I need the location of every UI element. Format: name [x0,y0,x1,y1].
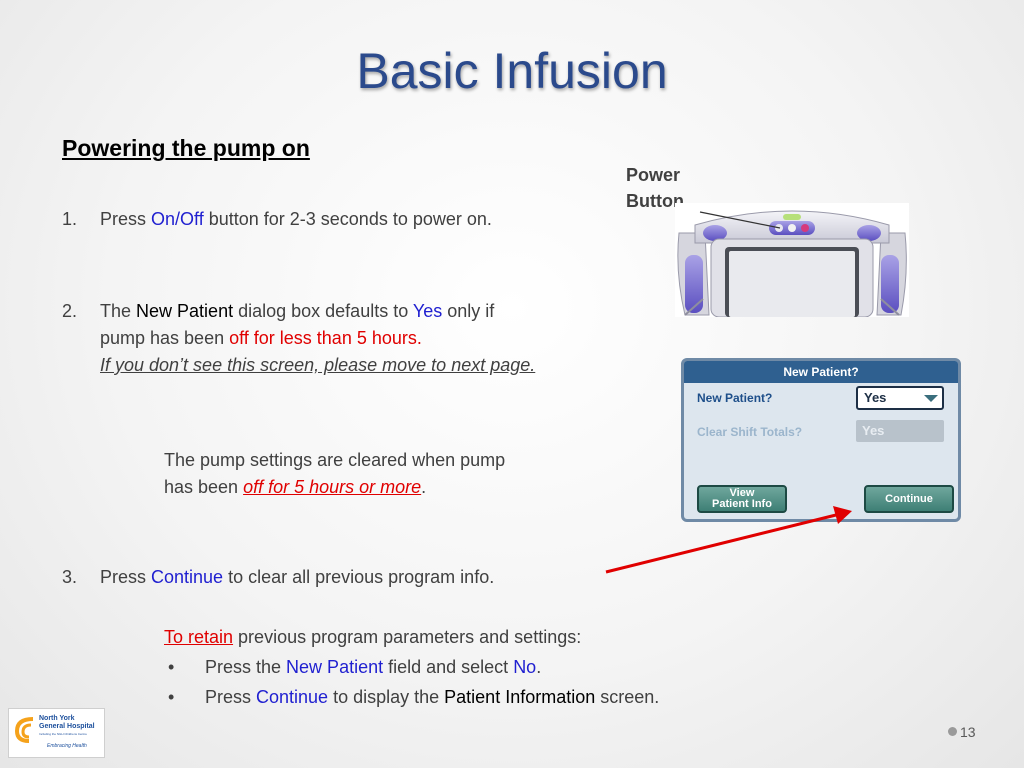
step-2-keyword-new-patient: New Patient [136,301,234,321]
page-number-dot [948,727,957,736]
retain-text: previous program parameters and settings… [233,627,582,647]
cleared-note-period: . [421,477,427,497]
logo-tagline: Embracing Health [47,743,87,749]
step-2-number: 2. [62,301,78,321]
step-1: 1. Press On/Off button for 2-3 seconds to… [62,206,492,233]
bullet-1-keyword-new-patient: New Patient [286,657,384,677]
view-button-line1: View [729,487,755,499]
new-patient-select-value: Yes [864,390,887,405]
step-3-text-end: to clear all previous program info. [223,567,495,587]
cleared-note-line1: The pump settings are cleared when pump [164,450,506,470]
bullet-1-keyword-no: No [513,657,537,677]
page-number: 13 [960,724,976,740]
step-3-keyword-continue: Continue [151,567,224,587]
bullet-2-keyword-continue: Continue [256,687,329,707]
step-2-keyword-off-less: off for less than 5 hours [229,328,417,348]
bullet-2-keyword-patient-info: Patient Information [444,687,596,707]
continue-arrow [605,506,852,574]
step-2-text-mid: dialog box defaults to [233,301,413,321]
cleared-note: The pump settings are cleared when pump … [164,447,505,501]
power-label-line1: Power [626,165,681,185]
retain-line: To retain previous program parameters an… [164,624,581,651]
step-2-line2-text: pump has been [100,328,230,348]
view-patient-info-button[interactable]: View Patient Info [697,485,787,513]
cleared-note-line2-text: has been [164,477,244,497]
step-2-line2-period: . [416,328,422,348]
dialog-title: New Patient? [684,361,958,383]
step-2-note: If you don’t see this screen, please mov… [100,355,536,375]
new-patient-dialog: New Patient? New Patient? Yes Clear Shif… [681,358,961,522]
bullet-mark: • [168,687,175,707]
bullet-1-text: Press the [205,657,287,677]
pump-image [675,203,909,317]
bullet-1-period: . [536,657,542,677]
power-button-label: Power Button [626,162,684,214]
bullet-2-text: Press [205,687,257,707]
clear-shift-totals-select: Yes [856,420,944,442]
power-label-line2: Button [626,191,684,211]
step-3-text: Press [100,567,152,587]
logo-swirl-icon [14,717,34,743]
cleared-note-keyword: off for 5 hours or more [243,477,422,497]
continue-button[interactable]: Continue [864,485,954,513]
bullet-2-text-mid: to display the [328,687,445,707]
power-callout-line [699,211,781,229]
clear-shift-totals-label: Clear Shift Totals? [697,425,803,439]
logo-name: North York General Hospital [39,715,95,731]
new-patient-field-label: New Patient? [697,391,773,405]
bullet-2: • Press Continue to display the Patient I… [168,684,659,711]
bullet-mark: • [168,657,175,677]
bullet-1: •Press the New Patient field and select … [168,654,541,681]
bullet-2-text-end: screen. [595,687,660,707]
step-2-keyword-yes: Yes [412,301,443,321]
step-1-keyword-onoff: On/Off [151,209,204,229]
step-3: 3. Press Continue to clear all previous p… [62,564,494,591]
step-3-number: 3. [62,567,78,587]
view-button-line2: Patient Info [712,498,772,510]
step-2: 2. The New Patient dialog box defaults to… [62,298,535,379]
logo-name-line1: North York [39,715,75,722]
hospital-logo: North York General Hospital Including th… [8,708,105,758]
step-1-text: Press [100,209,152,229]
step-2-text-end: only if [442,301,495,321]
new-patient-select[interactable]: Yes [856,386,944,410]
logo-name-line2: General Hospital [39,723,95,730]
step-1-text-end: button for 2-3 seconds to power on. [203,209,492,229]
step-2-text: The [100,301,137,321]
logo-subtext: Including the NGH Childrens Centre [39,732,87,736]
retain-keyword: To retain [164,627,234,647]
bullet-1-text-mid: field and select [383,657,514,677]
step-1-number: 1. [62,209,78,229]
section-heading: Powering the pump on [62,135,310,161]
slide-title: Basic Infusion [356,43,668,99]
dropdown-arrow-icon [924,395,938,402]
